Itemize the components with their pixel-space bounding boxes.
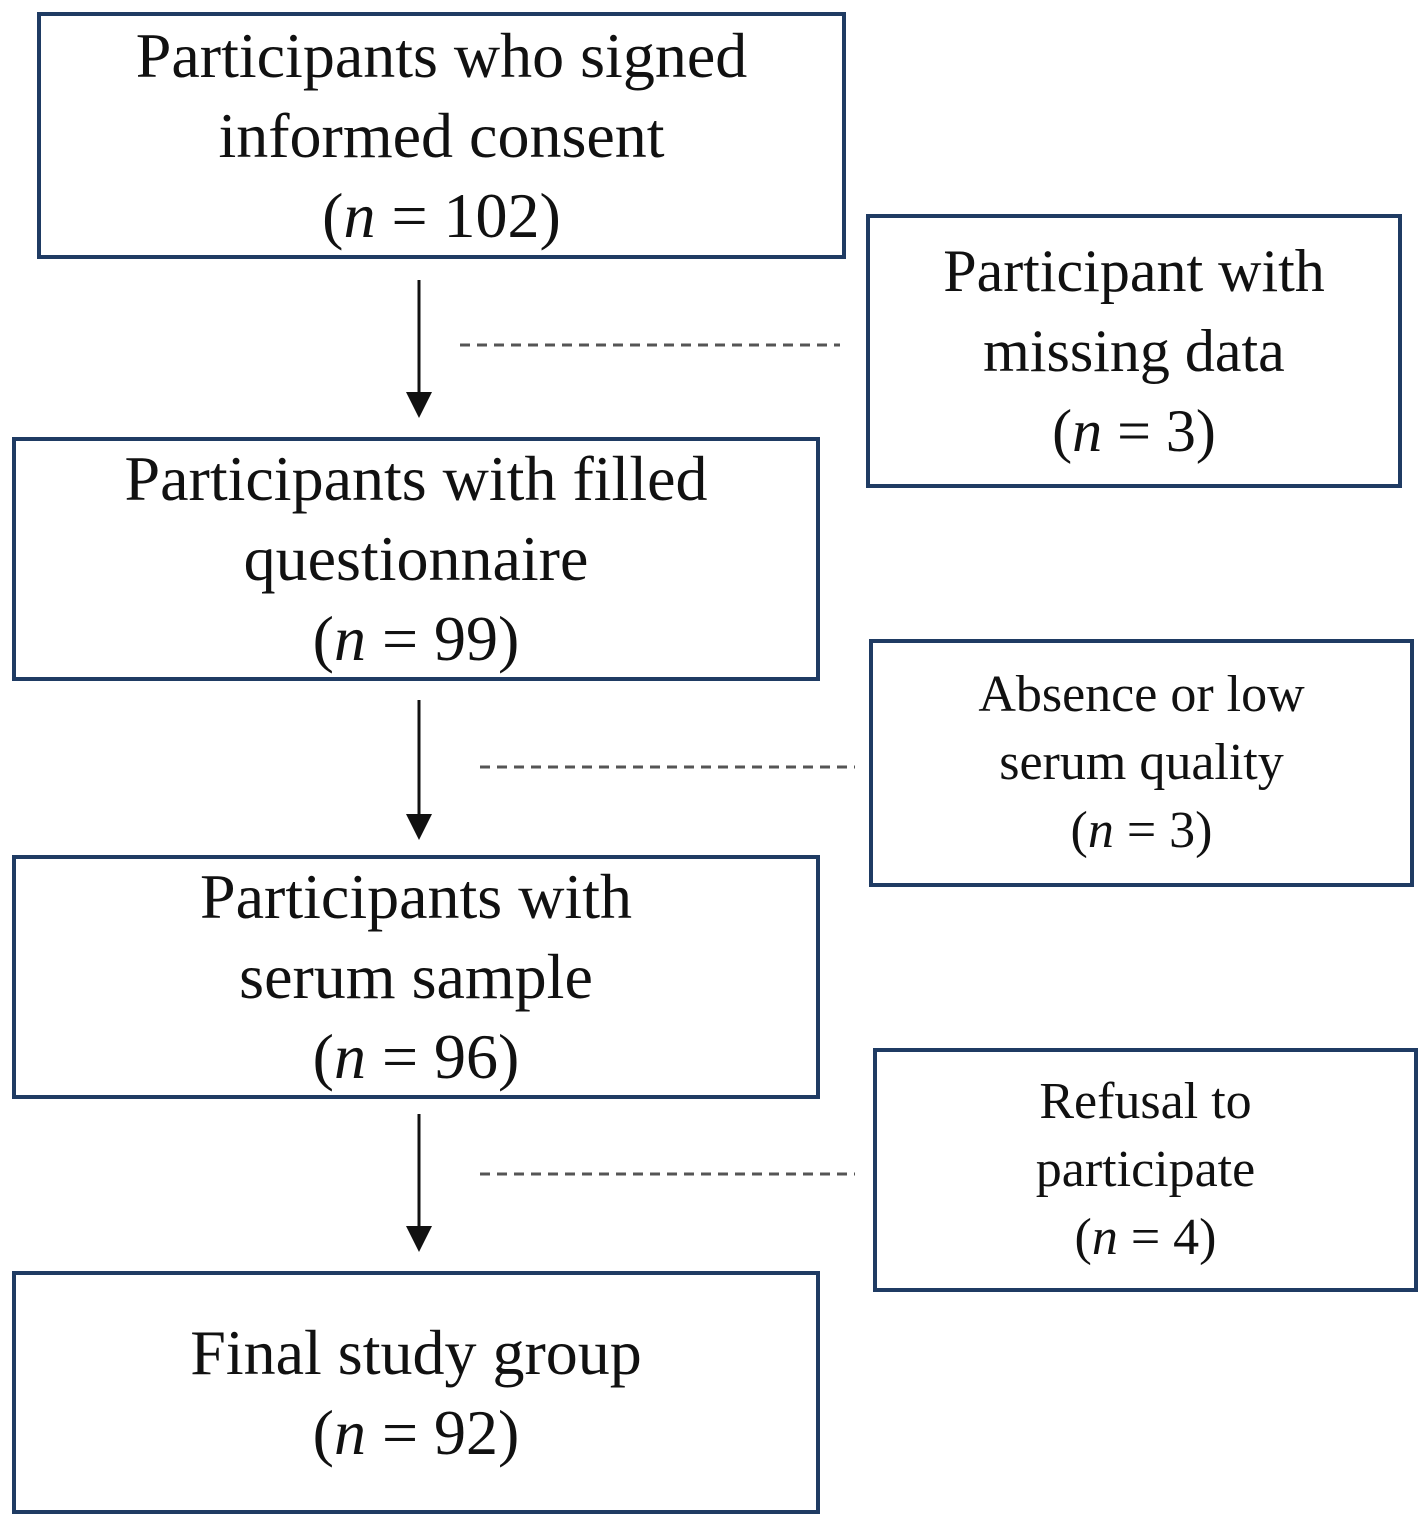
serum-quality-n-label: n <box>1087 802 1114 859</box>
arrow-serum-to-final <box>406 1114 432 1252</box>
serum-line-2: serum sample <box>239 941 593 1012</box>
final-group-box: Final study group (n = 92) <box>12 1271 820 1514</box>
final-line-1: Final study group <box>190 1316 642 1388</box>
serum-n-label: n <box>333 1021 366 1092</box>
serum-sample-box: Participants with serum sample (n = 96) <box>12 855 820 1099</box>
serum-quality-line-2: serum quality <box>999 734 1284 791</box>
questionnaire-line-1: Participants with filled <box>124 443 708 514</box>
questionnaire-n-value: 99 <box>434 603 499 674</box>
final-n-label: n <box>333 1396 366 1468</box>
missing-data-line-1: Participant with <box>943 238 1325 304</box>
consent-count: (n = 102) <box>322 179 561 251</box>
serum-line-1: Participants with <box>200 861 632 932</box>
serum-count: (n = 96) <box>312 1021 520 1092</box>
missing-data-n-label: n <box>1072 398 1103 464</box>
consent-n-label: n <box>343 179 376 251</box>
questionnaire-n-label: n <box>333 603 366 674</box>
consent-line-1: Participants who signed <box>135 19 748 91</box>
arrow-questionnaire-to-serum <box>406 700 432 840</box>
refusal-line-1: Refusal to <box>1039 1073 1252 1130</box>
missing-data-n-value: 3 <box>1165 398 1196 464</box>
questionnaire-box: Participants with filled questionnaire (… <box>12 437 820 681</box>
serum-quality-count: (n = 3) <box>1070 802 1213 859</box>
refusal-n-value: 4 <box>1173 1209 1200 1266</box>
questionnaire-count: (n = 99) <box>312 603 520 674</box>
refusal-count: (n = 4) <box>1074 1209 1217 1266</box>
serum-quality-n-value: 3 <box>1169 802 1196 859</box>
missing-data-line-2: missing data <box>983 318 1285 384</box>
refusal-box: Refusal to participate (n = 4) <box>873 1048 1418 1292</box>
arrow-consent-to-questionnaire <box>406 280 432 418</box>
missing-data-box: Participant with missing data (n = 3) <box>866 214 1402 488</box>
consent-n-value: 102 <box>443 179 540 251</box>
serum-n-value: 96 <box>434 1021 499 1092</box>
serum-quality-box: Absence or low serum quality (n = 3) <box>869 639 1414 887</box>
final-n-value: 92 <box>434 1396 499 1468</box>
serum-quality-line-1: Absence or low <box>978 666 1305 723</box>
refusal-n-label: n <box>1091 1209 1118 1266</box>
consent-box: Participants who signed informed consent… <box>37 12 846 259</box>
missing-data-count: (n = 3) <box>1052 398 1216 464</box>
consent-line-2: informed consent <box>218 99 665 171</box>
refusal-line-2: participate <box>1035 1141 1256 1198</box>
questionnaire-line-2: questionnaire <box>243 523 589 594</box>
final-count: (n = 92) <box>312 1396 520 1468</box>
